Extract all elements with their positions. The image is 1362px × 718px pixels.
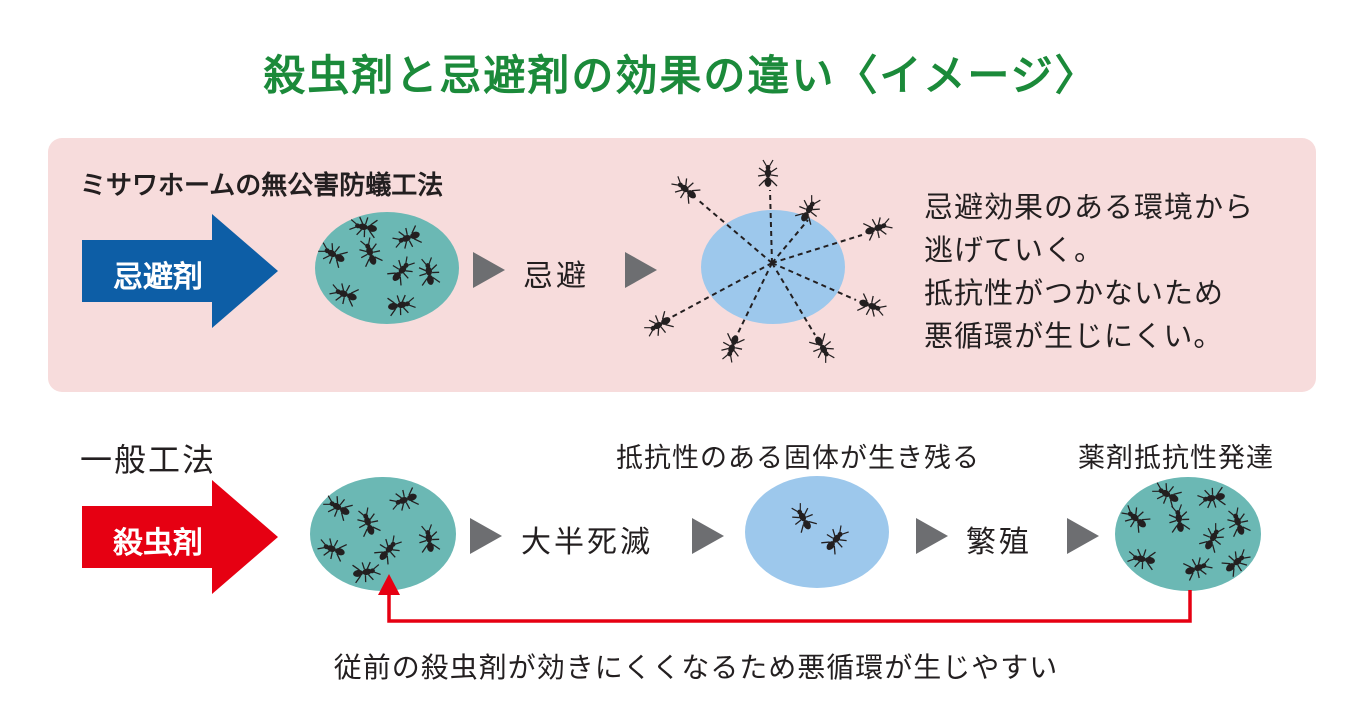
vicious-cycle-caption: 従前の殺虫剤が効きにくくなるため悪循環が生じやすい [333,651,1059,684]
description-line-3: 抵抗性がつかないため [924,276,1225,310]
escape-dashed-lines [669,189,863,336]
repellent-colony-oval [315,212,459,324]
diagram-title: 殺虫剤と忌避剤の効果の違い〈イメージ〉 [263,51,1099,100]
step-triangle-top-1 [473,252,505,288]
repellent-escape-oval [701,210,845,324]
general-method-title: 一般工法 [80,441,217,479]
insecticide-arrow-label: 殺虫剤 [113,526,203,561]
step-triangle-bottom-1 [470,518,502,554]
step-label-repel: 忌避 [523,259,589,294]
step-triangle-top-2 [625,252,657,288]
description-line-4: 悪循環が生じにくい。 [924,319,1224,353]
step-triangle-bottom-3 [916,518,948,554]
survivors-oval [745,476,889,588]
vicious-cycle-loop-line [387,590,1192,623]
step-triangle-bottom-2 [692,518,724,554]
repellent-arrow-label: 忌避剤 [113,260,203,295]
caption-resistant-survive: 抵抗性のある固体が生き残る [616,443,980,474]
step-triangle-bottom-4 [1067,518,1099,554]
repellent-arrow [82,214,278,328]
step-label-mostly-die: 大半死滅 [521,525,653,560]
vicious-cycle-arrowhead [378,574,400,595]
repellent-description: 忌避効果のある環境から 逃げていく。 抵抗性がつかないため 悪循環が生じにくい。 [924,186,1254,358]
description-line-2: 逃げていく。 [924,233,1105,267]
step-label-breeding: 繁殖 [966,525,1032,560]
insecticide-arrow [82,480,278,594]
repellent-method-title: ミサワホームの無公害防蟻工法 [80,171,444,201]
description-line-1: 忌避効果のある環境から [924,190,1255,224]
insecticide-start-colony-oval [310,477,456,591]
caption-resistance-develops: 薬剤抵抗性発達 [1078,443,1274,474]
